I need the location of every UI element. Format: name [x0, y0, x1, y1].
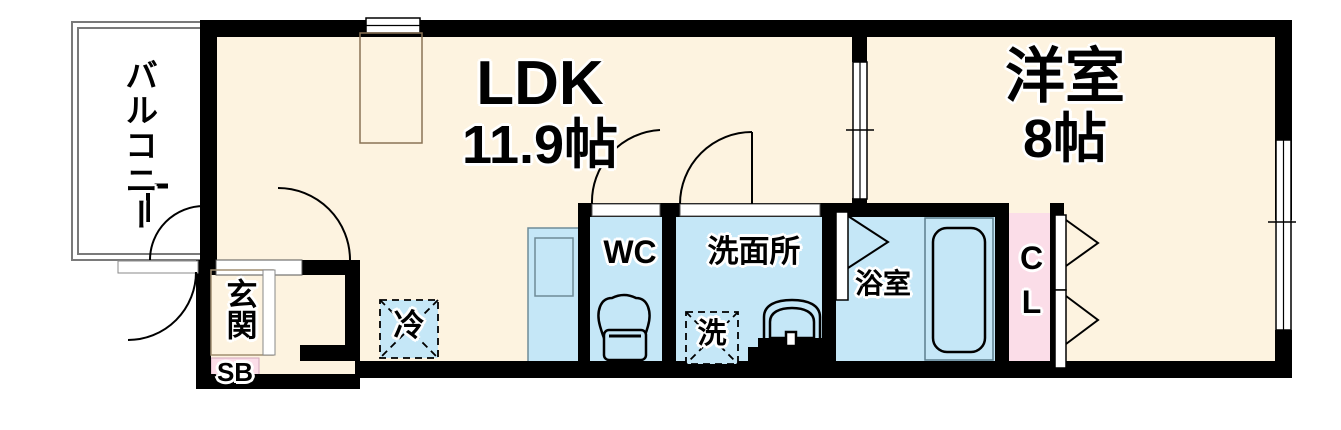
- wall-senmenjo-right: [822, 203, 836, 375]
- door-sill-wc: [591, 203, 661, 217]
- kitchen-sink-basin: [534, 237, 574, 297]
- toilet-fixture: [597, 293, 651, 362]
- balcony-floor: [72, 22, 204, 260]
- wall-hall-top-right: [300, 260, 360, 275]
- walls: [196, 20, 1292, 389]
- washer-box: [685, 311, 739, 365]
- door-sill-genkan: [117, 260, 199, 274]
- folding-doors: [835, 211, 1100, 369]
- kitchen-cabinet-outline: [359, 32, 423, 144]
- openings: [117, 203, 821, 276]
- vanity-sink-fixture: [762, 298, 822, 348]
- wall-wetcore-bottom: [578, 361, 1064, 377]
- sliding-door-ldk-youshitsu[interactable]: [846, 61, 874, 200]
- bathtub-fixture: [924, 217, 994, 361]
- door-sill-senmenjo: [679, 203, 821, 217]
- wall-wc-right: [662, 203, 676, 375]
- genkan-step-strip: [262, 269, 276, 356]
- folding-door-yokushitsu[interactable]: [835, 211, 890, 301]
- door-arc-wc: [590, 129, 661, 205]
- fridge-box: [379, 299, 439, 359]
- window-youshitsu-right: [1268, 139, 1296, 331]
- door-arc-genkan: [127, 271, 197, 341]
- door-arc-ldk-hall: [277, 187, 351, 261]
- door-swings: [127, 129, 753, 341]
- wall-genkan-bottom: [196, 374, 360, 389]
- door-arc-senmenjo: [679, 131, 753, 205]
- window-ldk-top: [365, 17, 421, 34]
- balcony-door-leaf: [130, 183, 168, 222]
- wall-top: [200, 20, 1292, 37]
- dashed-fixture-boxes: [379, 299, 739, 365]
- closet-floor: [1009, 213, 1054, 372]
- folding-door-closet-lower[interactable]: [1054, 289, 1100, 369]
- wall-vanity-base-left: [748, 347, 762, 365]
- door-sill-ldk-hall: [215, 259, 303, 276]
- wall-wc-left: [578, 203, 590, 375]
- wall-genkan-left: [196, 260, 211, 388]
- windows: [365, 17, 1296, 331]
- wall-yokushitsu-right: [995, 203, 1009, 375]
- wall-ldk-youshitsu-top: [852, 20, 867, 62]
- door-arc-balcony: [149, 205, 205, 261]
- wall-genkan-step-vert: [345, 275, 360, 361]
